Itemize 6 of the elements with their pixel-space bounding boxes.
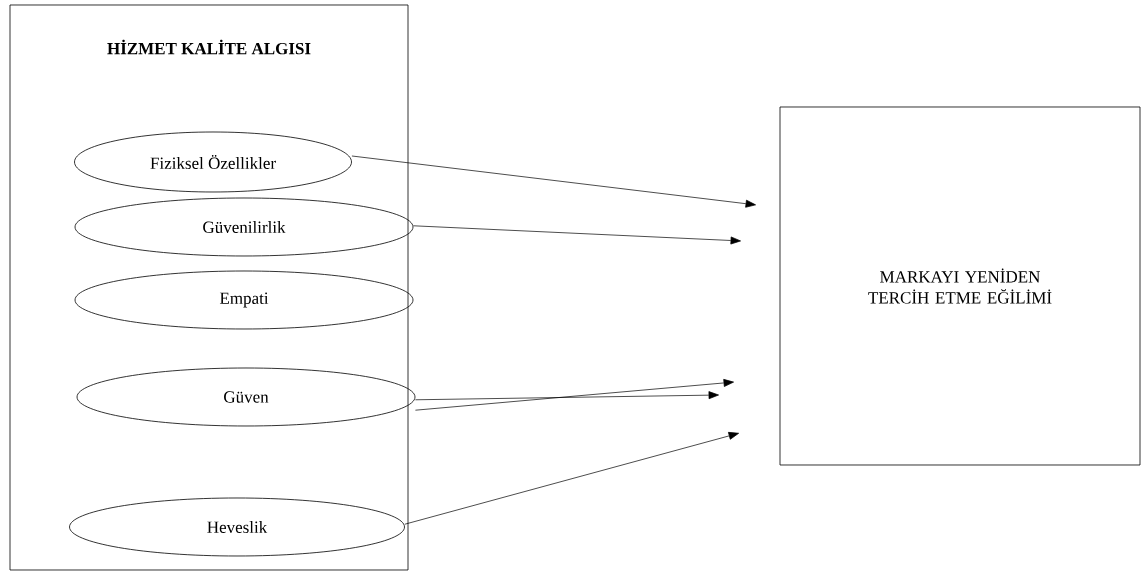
arrow xyxy=(351,155,756,208)
outcome-box: MARKAYI YENİDEN TERCİH ETME EĞİLİMİ xyxy=(779,106,1141,466)
arrow xyxy=(415,391,719,401)
arrow xyxy=(404,432,739,525)
arrow xyxy=(413,225,741,245)
arrow xyxy=(415,379,734,411)
